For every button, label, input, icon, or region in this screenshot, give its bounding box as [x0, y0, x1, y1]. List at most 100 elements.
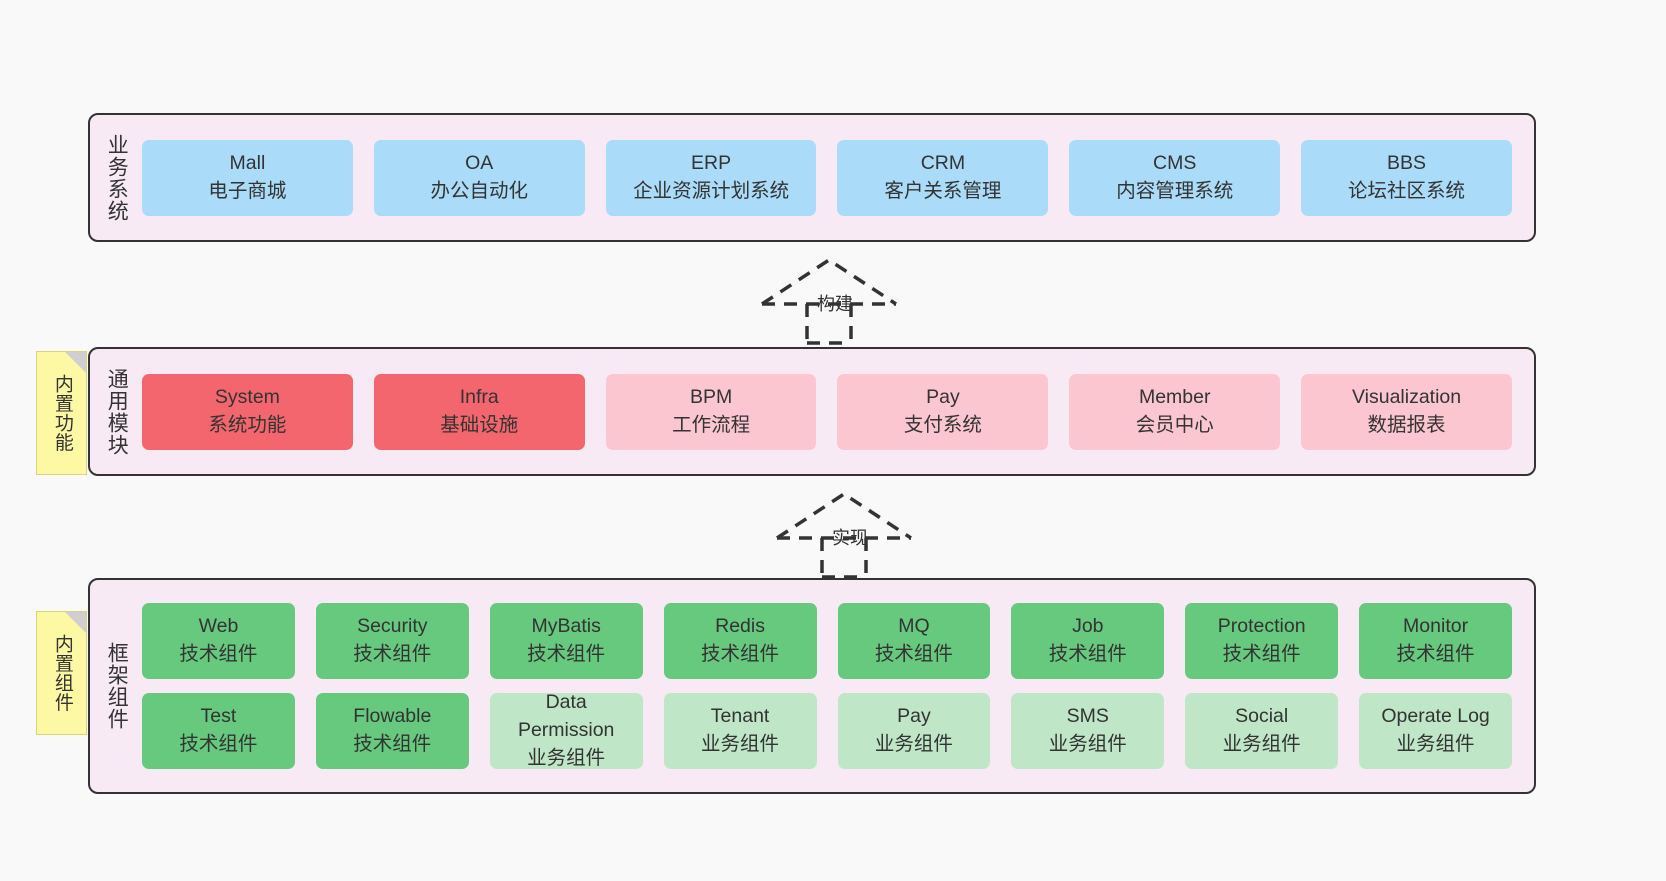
box-subtitle: 技术组件	[179, 733, 258, 755]
box-social[interactable]: Social 业务组件	[1185, 693, 1339, 769]
connector-implement-arrow-icon	[776, 491, 912, 579]
box-bbs[interactable]: BBS 论坛社区系统	[1301, 139, 1512, 216]
box-subtitle: 技术组件	[527, 643, 606, 665]
box-test[interactable]: Test 技术组件	[142, 693, 295, 769]
box-title: Member	[1138, 385, 1211, 408]
note-label: 内置组件	[51, 634, 73, 712]
box-subtitle: 系统功能	[208, 413, 287, 436]
connector-build-label: 构建	[817, 294, 853, 314]
box-title: Visualization	[1351, 385, 1462, 408]
box-oa[interactable]: OA 办公自动化	[373, 139, 585, 216]
box-data-permission[interactable]: Data Permission 业务组件	[489, 691, 643, 769]
box-subtitle: 业务组件	[874, 733, 953, 755]
connector-build-arrow-icon	[761, 257, 897, 345]
box-title: MQ	[898, 615, 930, 638]
box-title: MyBatis	[531, 615, 601, 638]
box-title: CRM	[920, 151, 966, 174]
box-crm[interactable]: CRM 客户关系管理	[837, 139, 1049, 216]
box-subtitle: 支付系统	[903, 413, 982, 436]
box-title: Redis	[715, 615, 765, 638]
box-subtitle: 业务组件	[701, 733, 780, 755]
box-tenant[interactable]: Tenant 业务组件	[663, 693, 817, 769]
box-cms[interactable]: CMS 内容管理系统	[1069, 139, 1281, 216]
box-subtitle: 内容管理系统	[1116, 179, 1234, 202]
box-pay-component[interactable]: Pay 业务组件	[837, 693, 991, 769]
layer-label-common-modules: 通用模块	[105, 367, 129, 456]
box-web[interactable]: Web 技术组件	[142, 603, 295, 679]
box-title: Infra	[459, 385, 499, 408]
connector-implement-label: 实现	[832, 528, 868, 548]
box-title: SMS	[1066, 705, 1109, 728]
box-subtitle: 会员中心	[1135, 413, 1214, 436]
box-title: OA	[465, 151, 494, 174]
box-job[interactable]: Job 技术组件	[1011, 603, 1165, 679]
box-mq[interactable]: MQ 技术组件	[837, 603, 991, 679]
box-title: Security	[357, 615, 428, 638]
note-fold-icon	[65, 352, 86, 373]
box-system[interactable]: System 系统功能	[142, 373, 353, 450]
box-title: ERP	[691, 151, 732, 174]
box-title: Web	[198, 615, 239, 638]
box-title: System	[214, 385, 280, 408]
box-subtitle: 业务组件	[527, 746, 606, 769]
common-modules-row: System 系统功能 Infra 基础设施 BPM 工作流程 Pay 支付系统…	[142, 373, 1512, 450]
note-fold-icon	[65, 612, 86, 633]
box-mall[interactable]: Mall 电子商城	[142, 139, 353, 216]
box-title-line2: Permission	[517, 719, 615, 742]
box-subtitle: 业务组件	[1048, 733, 1127, 755]
box-subtitle: 企业资源计划系统	[633, 179, 790, 202]
box-subtitle: 数据报表	[1367, 413, 1446, 436]
box-title: Mall	[229, 151, 266, 174]
connector-implement: 实现	[760, 482, 960, 582]
box-sms[interactable]: SMS 业务组件	[1011, 693, 1165, 769]
box-subtitle: 技术组件	[701, 643, 780, 665]
box-mybatis[interactable]: MyBatis 技术组件	[489, 603, 643, 679]
box-subtitle: 技术组件	[179, 643, 258, 665]
box-subtitle: 技术组件	[353, 733, 432, 755]
layer-body-framework-components: Web 技术组件 Security 技术组件 MyBatis 技术组件 Redi…	[142, 580, 1534, 792]
connector-build: 构建	[745, 248, 945, 348]
note-label: 内置功能	[51, 374, 73, 452]
box-subtitle: 技术组件	[1222, 643, 1301, 665]
box-subtitle: 业务组件	[1222, 733, 1301, 755]
box-monitor[interactable]: Monitor 技术组件	[1359, 603, 1512, 679]
box-subtitle: 基础设施	[440, 413, 519, 436]
box-subtitle: 业务组件	[1396, 733, 1475, 755]
box-pay-module[interactable]: Pay 支付系统	[837, 373, 1049, 450]
box-title: Social	[1235, 705, 1289, 728]
framework-components-row-2: Test 技术组件 Flowable 技术组件 Data Permission …	[142, 691, 1512, 769]
box-protection[interactable]: Protection 技术组件	[1185, 603, 1339, 679]
box-subtitle: 论坛社区系统	[1348, 179, 1466, 202]
box-title: Flowable	[353, 705, 432, 728]
box-title: Data	[545, 691, 587, 714]
box-title: Operate Log	[1381, 705, 1490, 728]
layer-framework-components: 框架组件 Web 技术组件 Security 技术组件 MyBatis 技术组件…	[88, 578, 1536, 794]
layer-common-modules: 通用模块 System 系统功能 Infra 基础设施 BPM 工作流程 Pay…	[88, 347, 1536, 476]
box-bpm[interactable]: BPM 工作流程	[605, 373, 817, 450]
box-subtitle: 工作流程	[672, 413, 751, 436]
box-flowable[interactable]: Flowable 技术组件	[315, 693, 469, 769]
box-visualization[interactable]: Visualization 数据报表	[1301, 373, 1512, 450]
layer-label-framework-components: 框架组件	[105, 642, 129, 730]
box-member[interactable]: Member 会员中心	[1069, 373, 1281, 450]
box-subtitle: 办公自动化	[430, 179, 528, 202]
box-erp[interactable]: ERP 企业资源计划系统	[605, 139, 817, 216]
box-subtitle: 技术组件	[874, 643, 953, 665]
box-title: Tenant	[710, 705, 770, 728]
box-operate-log[interactable]: Operate Log 业务组件	[1359, 693, 1512, 769]
box-infra[interactable]: Infra 基础设施	[373, 373, 585, 450]
layer-business-systems: 业务系统 Mall 电子商城 OA 办公自动化 ERP 企业资源计划系统 CRM…	[88, 113, 1536, 242]
box-title: CMS	[1153, 151, 1197, 174]
box-redis[interactable]: Redis 技术组件	[663, 603, 817, 679]
box-title: Pay	[897, 705, 931, 728]
box-subtitle: 技术组件	[1048, 643, 1127, 665]
layer-label-business-systems: 业务系统	[105, 133, 129, 222]
box-title: Test	[200, 705, 237, 728]
box-title: Job	[1072, 615, 1104, 638]
framework-components-row-1: Web 技术组件 Security 技术组件 MyBatis 技术组件 Redi…	[142, 603, 1512, 679]
box-title: BPM	[689, 385, 733, 408]
business-systems-row: Mall 电子商城 OA 办公自动化 ERP 企业资源计划系统 CRM 客户关系…	[142, 139, 1512, 216]
box-subtitle: 技术组件	[353, 643, 432, 665]
box-subtitle: 技术组件	[1396, 643, 1475, 665]
box-security[interactable]: Security 技术组件	[315, 603, 469, 679]
